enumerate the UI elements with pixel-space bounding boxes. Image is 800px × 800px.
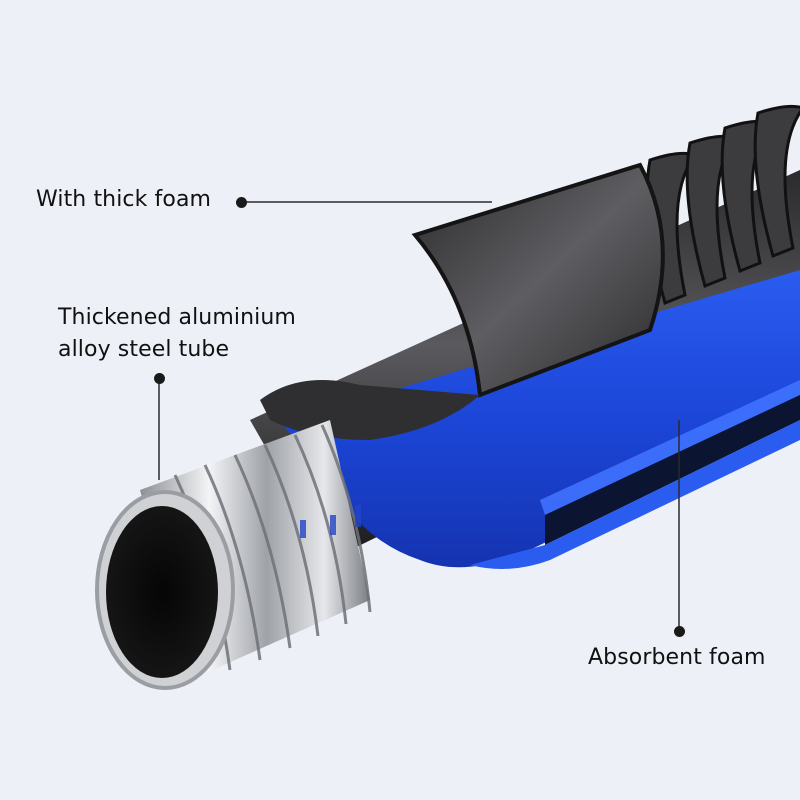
callout-dot-thick-foam — [236, 197, 247, 208]
callout-label-steel-tube: Thickened aluminium alloy steel tube — [58, 302, 296, 366]
callout-dot-absorbent-foam — [674, 626, 685, 637]
callout-label-steel-tube-line-1: Thickened aluminium — [58, 305, 296, 330]
callout-label-absorbent-foam: Absorbent foam — [588, 645, 766, 670]
callout-label-thick-foam: With thick foam — [36, 187, 212, 212]
callout-label-steel-tube-line-2: alloy steel tube — [58, 337, 230, 362]
callout-dot-steel-tube — [154, 373, 165, 384]
